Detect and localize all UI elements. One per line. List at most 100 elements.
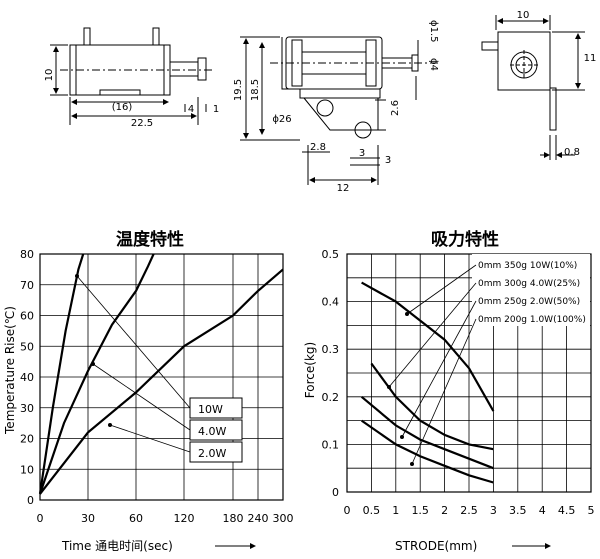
force-x-tick-label: 3.5 [509,504,527,517]
force-leader-line [411,318,477,465]
force-x-tick-label: 0 [344,504,351,517]
side-total-length-dim: 22.5 [131,118,153,129]
temp-leader-line [92,363,191,431]
force-x-tick-label: 4.5 [558,504,576,517]
temp-x-tick-label: 0 [37,512,44,525]
force-chart-title: 吸力特性 [431,229,499,250]
force-y-tick-label: 0.5 [322,248,340,261]
force-legend-label: 0mm 300g 4.0W(25%) [478,279,580,289]
force-chart-ticks: 0.5 0.4 0.3 0.2 0.1 00 0.5 1 1.5 2 2.5 3 3.5 4 4.5 5 [322,248,595,517]
temp-chart-ticks: 0 10 20 30 40 50 60 70 80 0 30 60 120 180 240 300 [20,248,294,525]
temp-y-tick-label: 20 [20,433,34,446]
temp-x-tick-label: 60 [129,512,143,525]
force-x-tick-label: 1.5 [411,504,429,517]
temp-y-axis-label: Temperature Rise(℃) [3,306,17,435]
side-plunger-tip-dim: 1 [213,104,219,115]
temp-y-tick-label: 70 [20,279,34,292]
force-leader-dot [387,385,391,389]
side-inner-length-dim: (16) [112,102,133,113]
force-y-tick-label: 0.3 [322,343,340,356]
temp-legend-label: 2.0W [198,447,226,460]
side-view-drawing [50,27,215,125]
force-chart-legend: 0mm 350g 10W(10%) 0mm 300g 4.0W(25%) 0mm 2… [387,254,590,466]
force-leader-dot [410,462,414,466]
force-plot-frame [346,253,592,493]
end-width-dim: 10 [517,10,530,21]
temp-legend-label: 4.0W [198,425,226,438]
temp-y-tick-label: 10 [20,463,34,476]
end-thickness-dim: 0.8 [564,147,580,158]
force-leader-dot [405,312,409,316]
temp-leader-dot [91,362,95,366]
temp-x-tick-label: 300 [273,512,294,525]
side-height-dim: 10 [44,69,55,82]
temp-leader-line [76,275,191,409]
rod-diameter-dim: ϕ1.5 [428,20,439,43]
temp-leader-line [109,424,191,453]
temp-y-tick-label: 40 [20,371,34,384]
force-legend-label: 0mm 350g 10W(10%) [478,261,577,271]
force-x-tick-label: 4 [539,504,546,517]
front-view-drawing [240,36,440,185]
force-y-tick-label: 0 [332,486,339,499]
force-x-tick-label: 2.5 [460,504,478,517]
temp-series-line [38,253,155,495]
hole-spacing-dim: 3 [359,148,365,159]
temp-y-tick-label: 0 [27,494,34,507]
front-total-height-dim: 19.5 [233,79,244,101]
temp-leader-dot [108,423,112,427]
temp-y-tick-label: 80 [20,248,34,261]
bracket-width-dim: 3 [385,155,391,166]
end-view-drawing [481,15,585,160]
temp-series-line [39,268,284,495]
temp-legend-label: 10W [198,403,223,416]
force-legend-label: 0mm 200g 1.0W(100%) [478,315,586,325]
temp-chart-title: 温度特性 [116,229,184,250]
temp-series-line [38,253,85,495]
force-series-line [361,281,495,412]
base-height-dim: 2.6 [390,100,401,116]
force-y-tick-label: 0.4 [322,296,340,309]
temp-y-tick-label: 60 [20,310,34,323]
force-x-axis-label: STRODE(mm) [395,539,477,553]
temp-chart-series [38,253,284,495]
temp-x-tick-label: 240 [248,512,269,525]
base-length-dim: 12 [337,183,350,194]
force-series-line [370,362,494,451]
force-x-tick-label: 0.5 [363,504,381,517]
end-height-dim: 11 [584,53,597,64]
hole-offset-dim: 2.8 [310,142,326,153]
force-series-line [360,419,494,484]
temp-x-tick-label: 120 [174,512,195,525]
force-x-tick-label: 1 [392,504,399,517]
force-y-tick-label: 0.2 [322,391,340,404]
temp-chart-grid [39,253,284,501]
temp-y-tick-label: 30 [20,402,34,415]
plunger-diameter-dim: ϕ4 [428,58,439,71]
temp-x-axis-label: Time 通电时间(sec) [61,539,173,553]
side-plunger-ext-dim: 4 [188,104,194,115]
force-leader-line [401,300,477,438]
force-leader-line [406,264,477,315]
temp-leader-dot [75,274,79,278]
temp-x-tick-label: 30 [81,512,95,525]
force-x-tick-label: 2 [441,504,448,517]
force-series-line [360,395,494,470]
force-chart-series [360,281,495,484]
force-y-axis-label: Force(kg) [303,342,317,398]
temp-x-tick-label: 180 [223,512,244,525]
force-leader-dot [400,435,404,439]
force-leader-line [388,282,477,388]
force-x-tick-label: 3 [490,504,497,517]
force-y-tick-label: 0.1 [322,438,340,451]
temp-plot-frame [39,253,284,501]
force-legend-label: 0mm 250g 2.0W(50%) [478,297,580,307]
temp-chart-legend: 10W 4.0W 2.0W [75,274,243,463]
temp-y-tick-label: 50 [20,340,34,353]
front-inner-height-dim: 18.5 [250,79,261,101]
force-legend-bg [472,254,590,326]
force-x-tick-label: 5 [588,504,595,517]
hole-diameter-dim: ϕ26 [272,114,291,125]
